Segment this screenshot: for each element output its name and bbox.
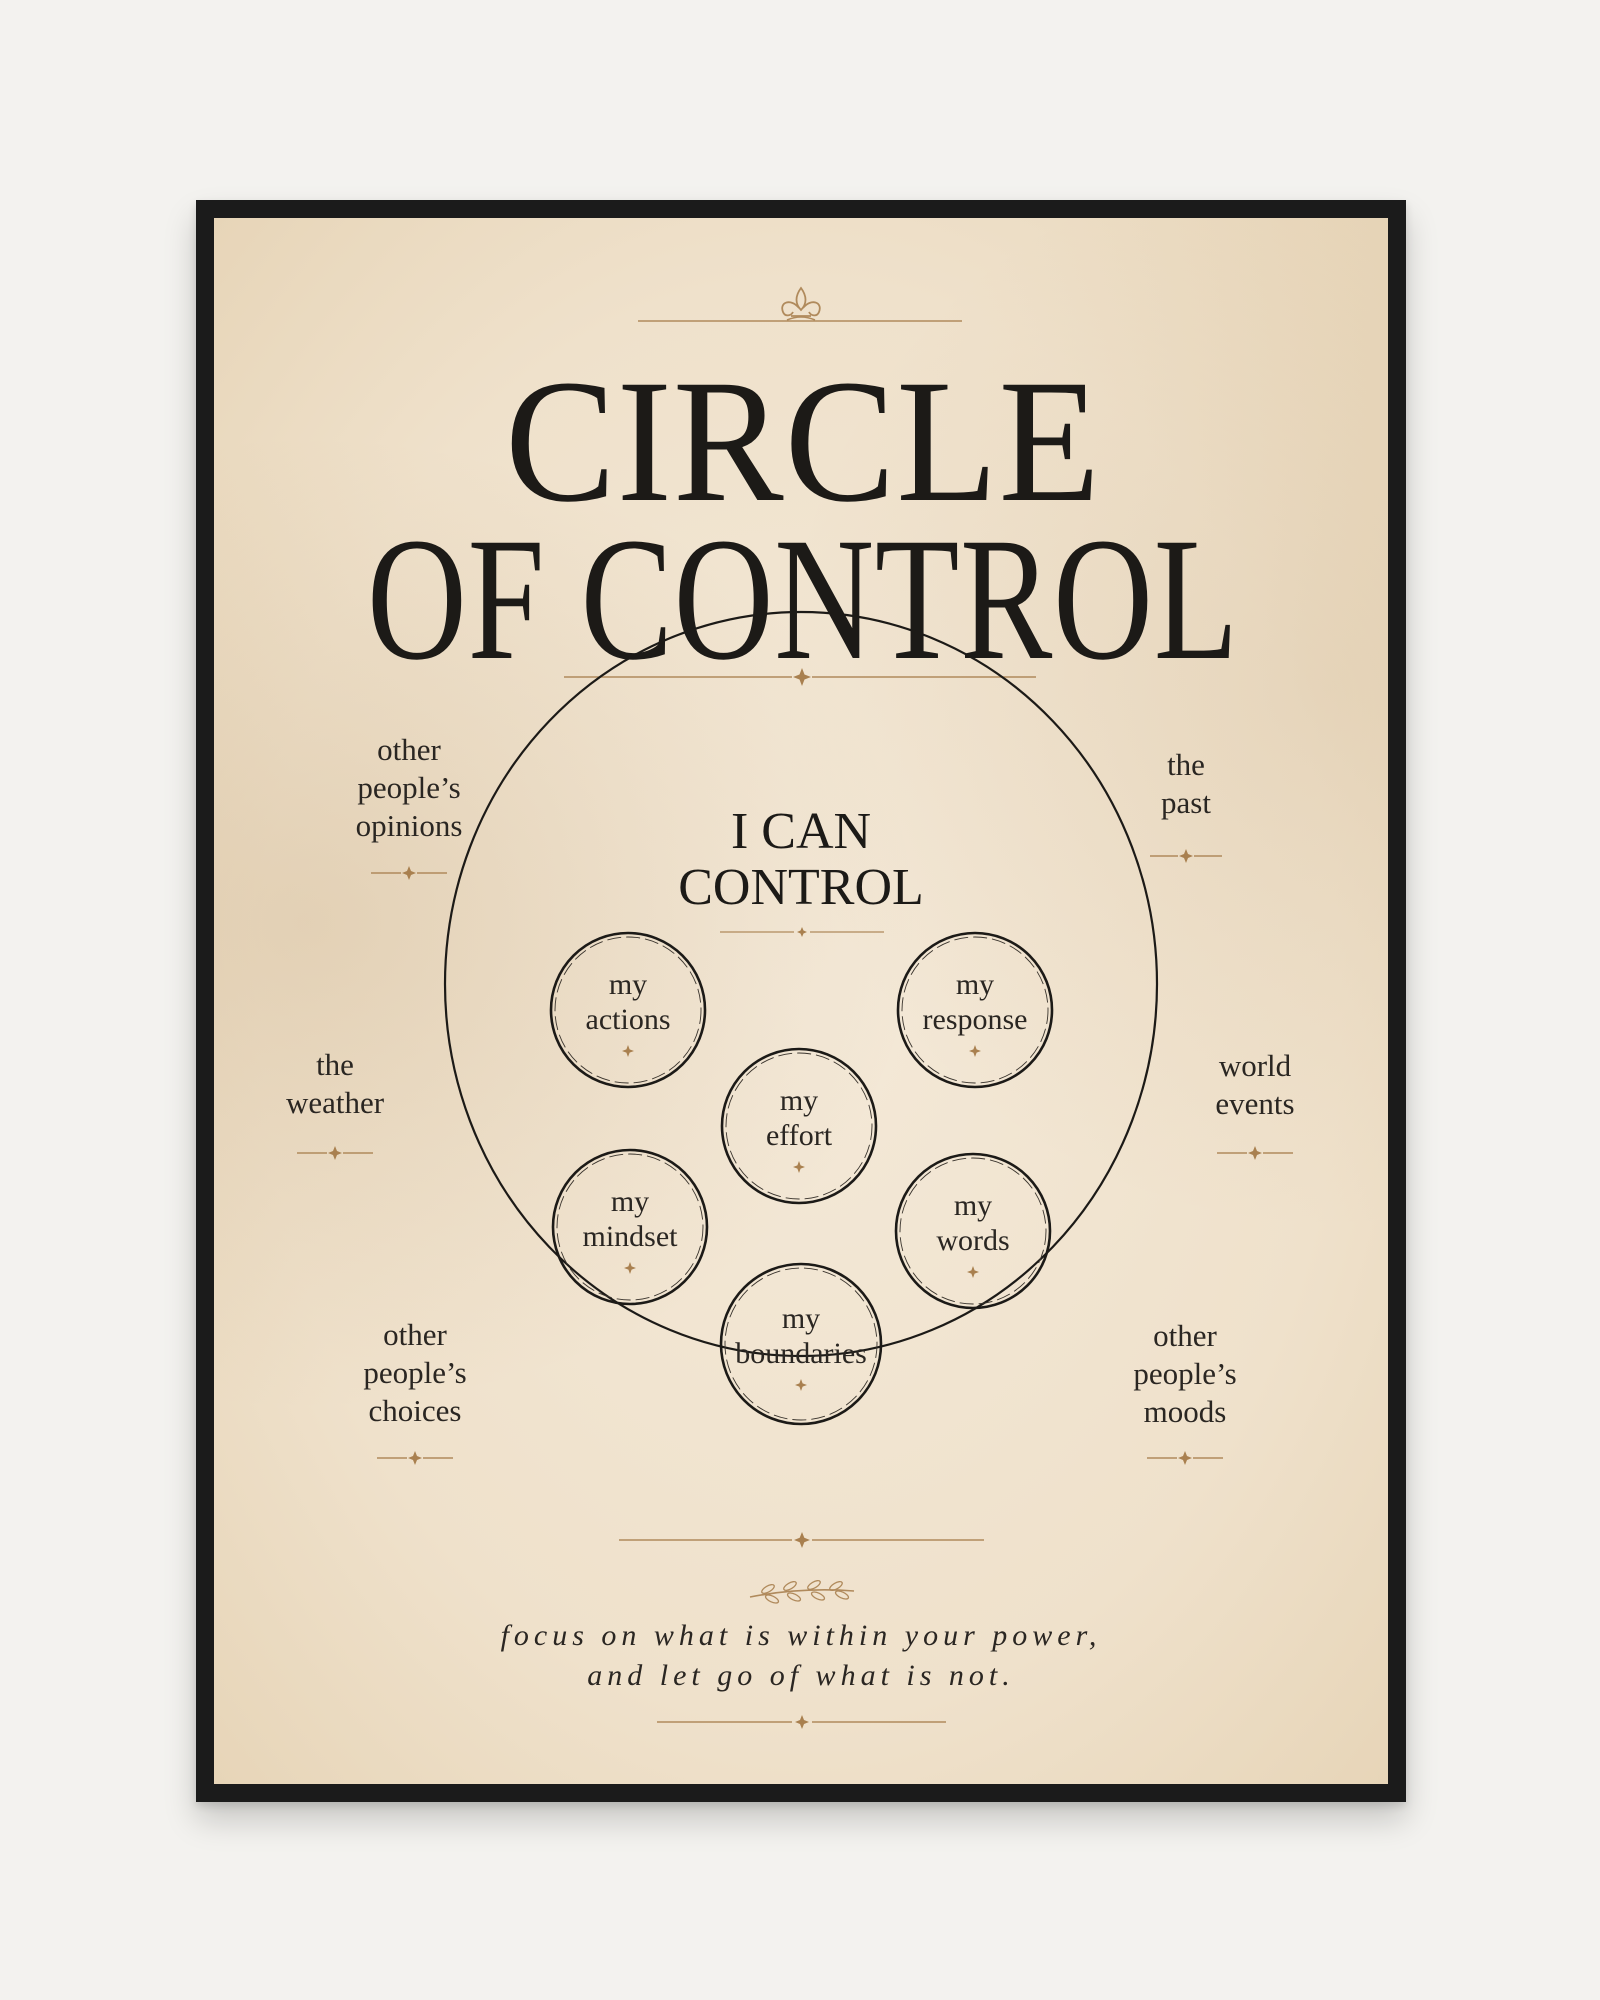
outside-item-line: the (316, 1047, 354, 1082)
sparkle-star-icon (624, 1262, 636, 1274)
title-divider (564, 668, 1036, 686)
outside-item-line: the (1167, 747, 1205, 782)
circle-of-control-diagram: CIRCLE OF CONTROL I CAN CONTROL (286, 286, 1295, 1729)
outside-item-line: people’s (357, 770, 460, 805)
poster-paper: CIRCLE OF CONTROL I CAN CONTROL (214, 218, 1388, 1784)
inside-item-line-2: words (936, 1224, 1009, 1257)
outside-item-line: other (383, 1317, 447, 1352)
sparkle-star-icon (793, 1161, 805, 1173)
footer-divider (657, 1715, 946, 1729)
sparkle-star-icon (1178, 1451, 1192, 1465)
outside-item-line: people’s (1133, 1356, 1236, 1391)
inside-item-line-1: my (611, 1185, 649, 1218)
inside-item-line-2: mindset (583, 1220, 679, 1253)
inside-item-line-1: my (956, 968, 994, 1001)
title-line-2: OF CONTROL (367, 502, 1239, 697)
sparkle-star-icon (1179, 849, 1193, 863)
poster-frame: CIRCLE OF CONTROL I CAN CONTROL (196, 200, 1406, 1802)
outside-item-line: opinions (356, 808, 463, 843)
inside-item-line-1: my (609, 968, 647, 1001)
inside-item-line-2: effort (766, 1119, 833, 1152)
control-circle (443, 610, 1159, 1358)
inside-item-response: my response (896, 931, 1054, 1089)
inside-item-words: my words (894, 1152, 1052, 1310)
sparkle-star-icon (794, 1532, 810, 1548)
inner-heading-line-1: I CAN (731, 803, 871, 860)
inside-item-boundaries: my boundaries (719, 1262, 883, 1426)
sparkle-star-icon (622, 1045, 634, 1057)
sparkle-star-icon (328, 1146, 342, 1160)
outside-item-world-events: world events (1215, 1048, 1295, 1160)
outside-item-line: world (1219, 1048, 1292, 1083)
sparkle-star-icon (1248, 1146, 1262, 1160)
sparkle-star-icon (795, 1379, 807, 1391)
outside-item-past: the past (1150, 747, 1222, 863)
inner-heading-divider (720, 927, 884, 937)
outside-item-line: events (1215, 1086, 1294, 1121)
top-ornament (638, 286, 962, 322)
inside-item-line-2: boundaries (735, 1337, 867, 1370)
outside-item-choices: other people’s choices (363, 1317, 467, 1465)
inside-item-line-1: my (954, 1189, 992, 1222)
outside-item-weather: the weather (286, 1047, 385, 1160)
sparkle-star-icon (793, 668, 811, 686)
sparkle-star-icon (408, 1451, 422, 1465)
outside-item-line: people’s (363, 1355, 466, 1390)
inside-item-line-2: response (923, 1003, 1028, 1036)
inside-item-actions: my actions (549, 931, 707, 1089)
outside-item-opinions: other people’s opinions (356, 732, 463, 880)
sparkle-star-icon (795, 1715, 809, 1729)
outside-item-moods: other people’s moods (1133, 1318, 1237, 1465)
outside-item-line: other (377, 732, 441, 767)
sparkle-star-icon (402, 866, 416, 880)
fleur-de-lis-icon (781, 286, 821, 321)
title-line-1: CIRCLE (505, 344, 1101, 539)
outside-item-line: weather (286, 1085, 385, 1120)
quote-line-2: and let go of what is not. (587, 1659, 1015, 1692)
inside-item-line-1: my (780, 1084, 818, 1117)
inside-item-effort: my effort (720, 1047, 878, 1205)
bottom-divider (619, 1532, 984, 1548)
inside-item-mindset: my mindset (551, 1148, 709, 1306)
quote-line-1: focus on what is within your power, (501, 1619, 1102, 1652)
sparkle-star-icon (969, 1045, 981, 1057)
outside-item-line: other (1153, 1318, 1217, 1353)
inside-item-line-1: my (782, 1302, 820, 1335)
laurel-branch-icon (749, 1579, 855, 1604)
sparkle-star-icon (797, 927, 807, 937)
sparkle-star-icon (967, 1266, 979, 1278)
inner-heading-line-2: CONTROL (678, 859, 924, 916)
outside-item-line: past (1161, 785, 1211, 820)
inside-item-line-2: actions (586, 1003, 671, 1036)
outside-item-line: choices (369, 1393, 462, 1428)
outside-item-line: moods (1144, 1394, 1227, 1429)
